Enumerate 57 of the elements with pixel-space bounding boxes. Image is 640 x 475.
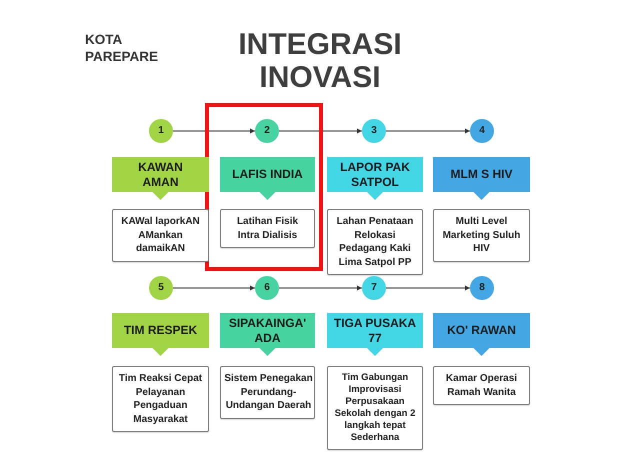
title-banner <box>433 313 530 356</box>
description-card <box>327 209 423 275</box>
step-number: 5 <box>158 282 164 294</box>
title-banner <box>112 157 209 200</box>
banner-title: KO' RAWAN <box>446 323 517 338</box>
description-text: Lahan Penataan Relokasi Pedagang Kaki Lima Satpol PP <box>336 215 414 269</box>
description-card <box>327 366 423 450</box>
banner-title: LAFIS INDIA <box>231 167 304 182</box>
banner-title: LAPOR PAK SATPOL <box>339 160 411 190</box>
step-circle <box>362 119 386 143</box>
description-text: Multi Level Marketing Suluh HIV <box>442 215 522 256</box>
description-card <box>112 209 209 262</box>
description-card <box>433 366 530 405</box>
highlight-frame <box>205 103 323 271</box>
step-circle <box>149 276 173 300</box>
step-number: 8 <box>479 282 485 294</box>
arrow <box>172 286 256 290</box>
arrow <box>172 128 256 134</box>
title-banner <box>220 313 315 356</box>
title-banner <box>433 157 530 200</box>
step-number: 7 <box>371 282 377 294</box>
city-name: KOTA PAREPARE <box>85 32 160 65</box>
description-text: Sistem Penegakan Perundang-Undangan Daerah <box>223 372 314 412</box>
banner-title: SIPAKAINGA' ADA <box>228 316 308 346</box>
step-circle <box>149 119 173 143</box>
banner-title: KAWAN AMAN <box>137 160 184 190</box>
description-text: KAWal laporkAN AMankan damaikAN <box>120 215 201 256</box>
arrow <box>386 128 470 134</box>
step-number: 4 <box>479 125 485 137</box>
title-banner <box>220 157 315 200</box>
description-card <box>220 366 315 418</box>
step-number: 1 <box>158 125 164 137</box>
description-text: Tim Gabungan Improvisasi Perpusakaan Sekolah dengan 2 langkah tepat Sederhana <box>334 372 416 444</box>
arrow <box>278 128 362 134</box>
step-circle <box>470 119 494 143</box>
description-card <box>433 209 530 262</box>
title-banner <box>327 157 423 200</box>
step-circle <box>255 119 279 143</box>
title-banner <box>112 313 209 356</box>
arrow <box>386 286 470 290</box>
arrow <box>278 286 362 290</box>
banner-title: MLM S HIV <box>450 167 514 182</box>
step-number: 3 <box>371 125 377 137</box>
step-circle <box>362 276 386 300</box>
step-number: 2 <box>264 125 270 137</box>
title: INTEGRASI INOVASI <box>237 28 403 94</box>
step-circle <box>255 276 279 300</box>
step-number: 6 <box>264 282 270 294</box>
step-circle <box>470 276 494 300</box>
description-card <box>220 209 315 248</box>
description-text: Tim Reaksi Cepat Pelayanan Pengaduan Masyarakat <box>118 372 204 426</box>
description-text: Kamar Operasi Ramah Wanita <box>444 372 518 399</box>
title-banner <box>327 313 423 356</box>
banner-title: TIM RESPEK <box>122 323 198 338</box>
description-text: Latihan Fisik Intra Dialisis <box>236 215 300 242</box>
banner-title: TIGA PUSAKA 77 <box>332 316 418 346</box>
description-card <box>112 366 209 432</box>
